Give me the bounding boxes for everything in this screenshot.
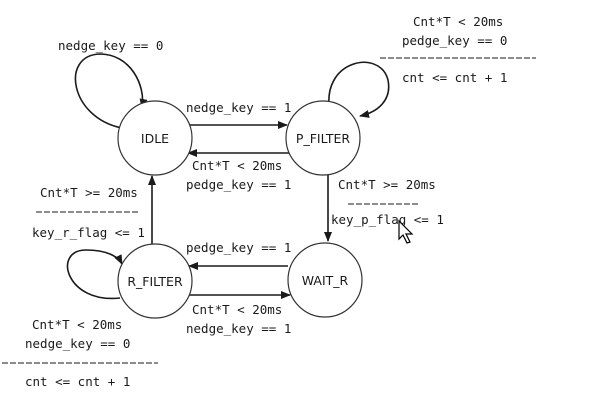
state-wait-r: WAIT_R <box>287 242 363 318</box>
label-rfilter-self-action: cnt <= cnt + 1 <box>25 374 130 389</box>
pfilter-self-loop <box>328 61 390 118</box>
label-idle-self: nedge_key == 0 <box>58 38 163 53</box>
label-pfilter-to-waitr-cond: Cnt*T >= 20ms <box>338 177 436 192</box>
state-p-filter: P_FILTER <box>285 100 361 176</box>
idle-self-loop <box>74 53 148 129</box>
label-pfilter-self-cond1: Cnt*T < 20ms <box>413 14 503 29</box>
label-waitr-to-rfilter: pedge_key == 1 <box>186 240 291 255</box>
state-idle: IDLE <box>117 100 193 176</box>
state-r-filter: R_FILTER <box>117 243 193 319</box>
label-rfilter-to-idle-action: key_r_flag <= 1 <box>32 225 145 240</box>
label-pfilter-to-idle-cond1: Cnt*T < 20ms <box>192 158 282 173</box>
rfilter-self-loop <box>66 249 123 300</box>
label-rfilter-to-idle-cond: Cnt*T >= 20ms <box>40 185 138 200</box>
state-r-filter-label: R_FILTER <box>127 274 183 289</box>
label-pfilter-self-action: cnt <= cnt + 1 <box>402 70 507 85</box>
label-pfilter-to-idle-cond2: pedge_key == 1 <box>186 177 291 192</box>
label-pfilter-to-waitr-action: key_p_flag <= 1 <box>331 212 444 227</box>
label-pfilter-self-cond2: pedge_key == 0 <box>402 33 507 48</box>
label-rfilter-self-cond2: nedge_key == 0 <box>25 336 130 351</box>
state-idle-label: IDLE <box>141 131 169 146</box>
mouse-cursor-icon <box>398 219 414 244</box>
state-p-filter-label: P_FILTER <box>296 131 350 146</box>
state-wait-r-label: WAIT_R <box>302 273 349 288</box>
label-rfilter-to-waitr-cond1: Cnt*T < 20ms <box>192 302 282 317</box>
label-idle-to-pfilter: nedge_key == 1 <box>186 100 291 115</box>
label-rfilter-to-waitr-cond2: nedge_key == 1 <box>186 321 291 336</box>
label-rfilter-self-cond1: Cnt*T < 20ms <box>32 317 122 332</box>
